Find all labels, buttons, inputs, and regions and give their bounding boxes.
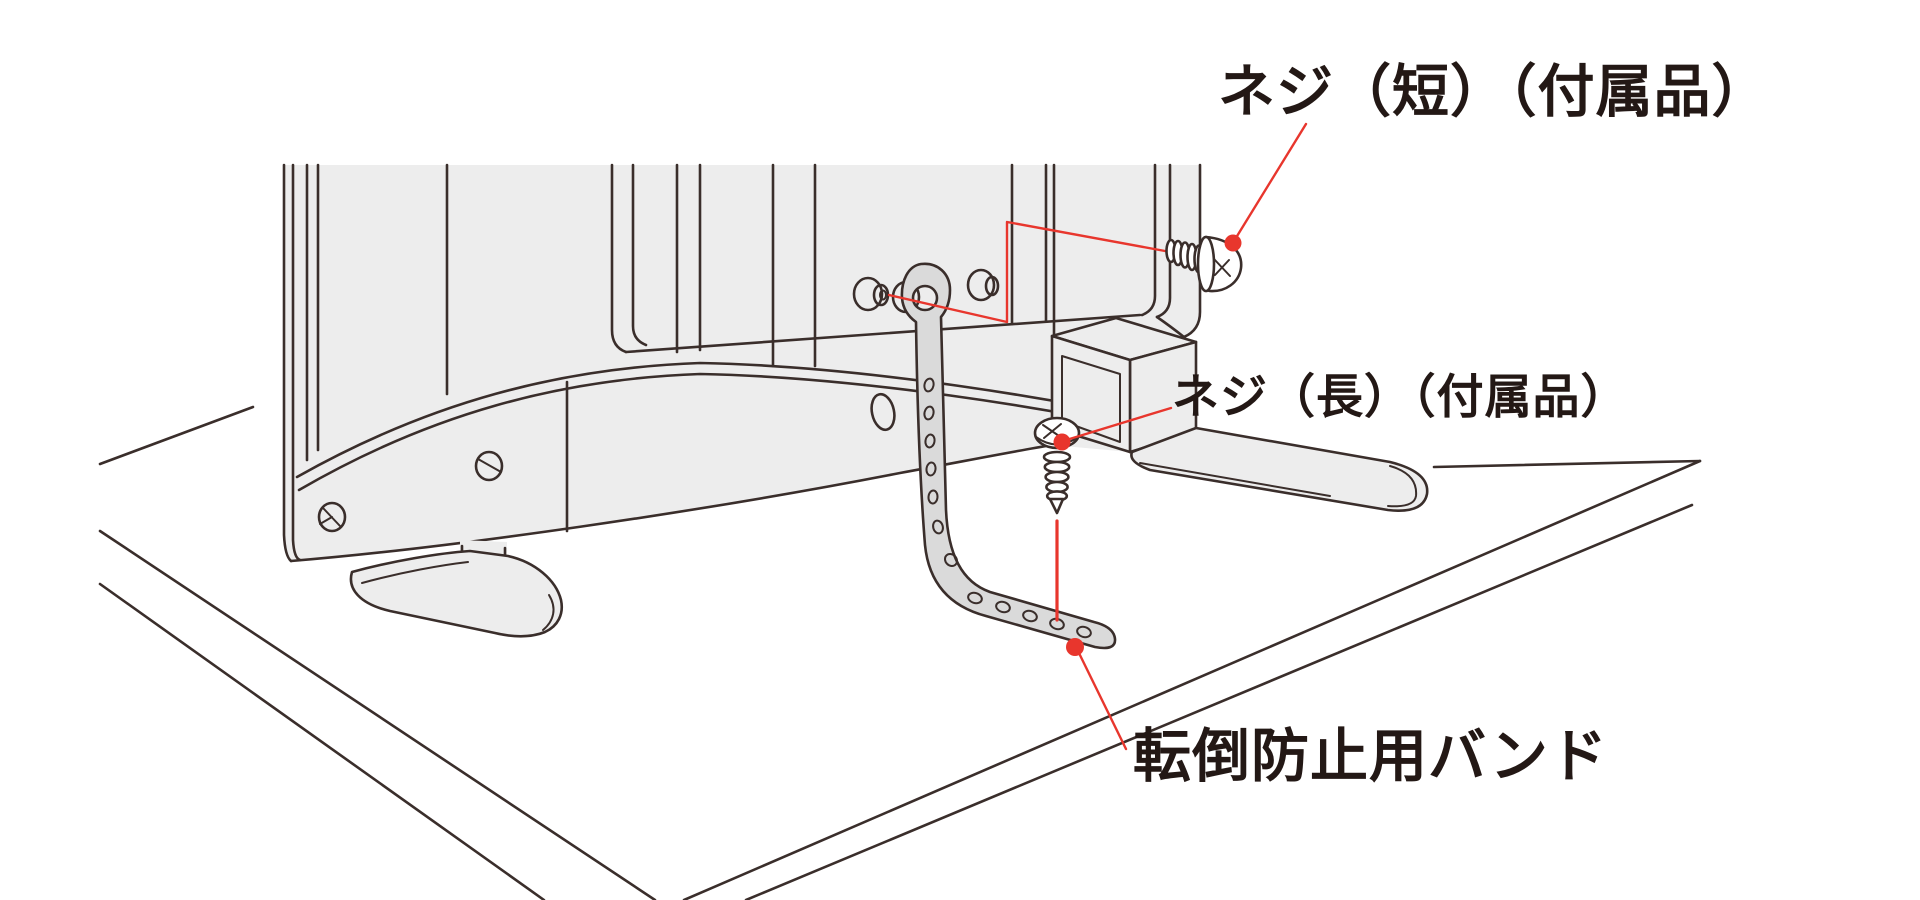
label-screw-long: ネジ（長）（付属品）	[1172, 370, 1629, 423]
tv-cabinet-screw-left	[317, 501, 347, 533]
cabinet-screw-right-slot	[477, 458, 502, 473]
band-holes	[923, 377, 1092, 639]
tv-inset-panel-left-outer	[610, 163, 628, 354]
table-back-right-edge	[1432, 459, 1702, 469]
table-front-right-edge-inner	[744, 503, 1694, 900]
short-screw	[1165, 235, 1243, 293]
leader-screw-short	[1232, 122, 1308, 243]
cabinet-screw-right-circle	[474, 450, 504, 482]
foot-left-cap-line	[542, 594, 555, 631]
anti-tip-band	[900, 262, 1117, 650]
tv-left-edge-outer	[282, 163, 293, 563]
long-screw-tip	[1048, 497, 1065, 515]
band-hole	[967, 591, 983, 605]
leader-screw-long	[1061, 406, 1173, 443]
tv-body-fill	[284, 165, 1200, 561]
band-hole	[1022, 609, 1038, 623]
callout-dot-screw-short	[1224, 234, 1242, 252]
callout-dot-band	[1066, 638, 1084, 656]
thread-ring	[1044, 470, 1070, 484]
tv-bottom-band-curve-lower	[297, 372, 1182, 492]
band-hole	[923, 405, 935, 421]
long-screw-threads	[1042, 450, 1072, 515]
band-hole	[927, 489, 939, 505]
band-hole	[943, 552, 959, 568]
stand-foot-right	[1130, 426, 1429, 512]
foot-right-shape	[1130, 426, 1429, 512]
screw-insertion-path-line	[887, 220, 1167, 324]
tv-cable-hole	[870, 392, 896, 432]
band-hole	[1076, 625, 1092, 639]
short-screw-phillips-cross	[1213, 258, 1231, 277]
tv-cabinet-screw-right	[474, 450, 504, 482]
thread-ring	[1042, 450, 1072, 464]
table-front-right-edge-outer	[682, 459, 1702, 900]
tv-inset-panel-right-inner	[1140, 163, 1157, 317]
thread-ring	[1043, 460, 1071, 474]
labels: ネジ（短）（付属品） ネジ（長）（付属品） 転倒防止用バンド	[1133, 60, 1770, 789]
band-hole	[932, 519, 944, 535]
long-screw	[1033, 416, 1081, 515]
foot-right-cap-line	[1387, 465, 1418, 508]
tv-back-panel	[282, 163, 1202, 563]
callouts	[1053, 122, 1308, 751]
cabinet-screw-left-slot	[319, 507, 341, 527]
stand-foot-left	[349, 540, 564, 638]
tv-right-edge	[1182, 163, 1202, 339]
tv-inset-corner-connector	[1155, 315, 1186, 339]
table-front-left-edge-inner	[98, 582, 546, 900]
callout-dot-screw-long	[1053, 433, 1071, 451]
cabinet-screw-left-circle	[317, 501, 347, 533]
tv-inset-panel-right-outer	[1155, 163, 1172, 319]
foot-right-top-line	[1139, 462, 1331, 497]
leader-band	[1075, 647, 1128, 751]
boss-right-inner	[984, 275, 1000, 297]
box-front-inset	[1061, 355, 1121, 443]
boss-left-hole	[879, 289, 887, 301]
band-strap-shape	[900, 262, 1117, 650]
screw-boss-right	[966, 268, 1000, 302]
tv-bottom-silhouette	[289, 443, 1054, 563]
foot-left-top-line	[361, 561, 469, 584]
band-hole	[995, 600, 1011, 614]
band-hole	[925, 461, 937, 477]
tv-inset-panel-left-inner	[631, 163, 648, 347]
table-back-left-edge	[98, 405, 255, 466]
table-surface	[98, 405, 1702, 900]
band-hole	[924, 433, 936, 449]
table-front-left-edge-outer	[98, 529, 657, 900]
band-hole	[923, 377, 935, 393]
label-screw-short: ネジ（短）（付属品）	[1218, 60, 1770, 124]
short-screw-head-flange	[1196, 235, 1216, 293]
label-band: 転倒防止用バンド	[1133, 724, 1608, 789]
